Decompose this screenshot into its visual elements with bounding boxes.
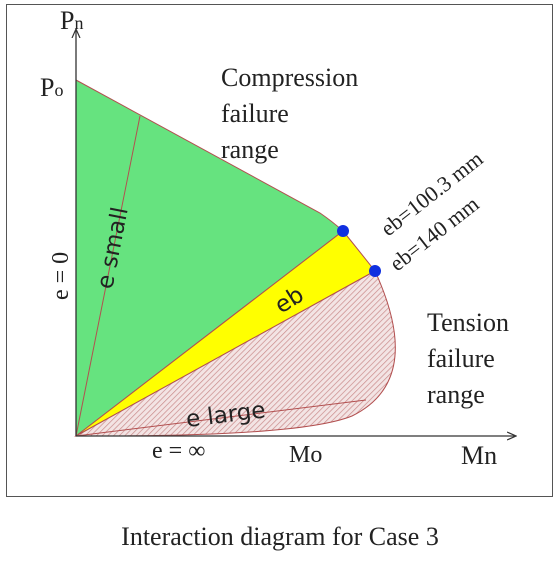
e-zero-label: e = 0 xyxy=(48,252,74,300)
x-axis-label: Mn xyxy=(461,441,497,470)
interaction-diagram: Pn Mn Po Mo Compression failure range Te… xyxy=(40,6,560,470)
y-axis-label: Pn xyxy=(60,6,83,35)
e-infinity-label: e = ∞ xyxy=(152,438,205,464)
diagram-frame xyxy=(6,4,553,497)
eb1-point xyxy=(337,225,349,237)
eb2-point xyxy=(369,265,381,277)
e-small-line xyxy=(75,115,141,437)
tension-region xyxy=(74,270,396,437)
compression-label: Compression failure range xyxy=(221,63,365,164)
m0-label: Mo xyxy=(289,442,322,468)
p0-label: Po xyxy=(40,73,63,102)
tension-label: Tension failure range xyxy=(427,308,515,409)
figure-caption: Interaction diagram for Case 3 xyxy=(121,522,439,551)
e-large-line xyxy=(75,399,367,437)
